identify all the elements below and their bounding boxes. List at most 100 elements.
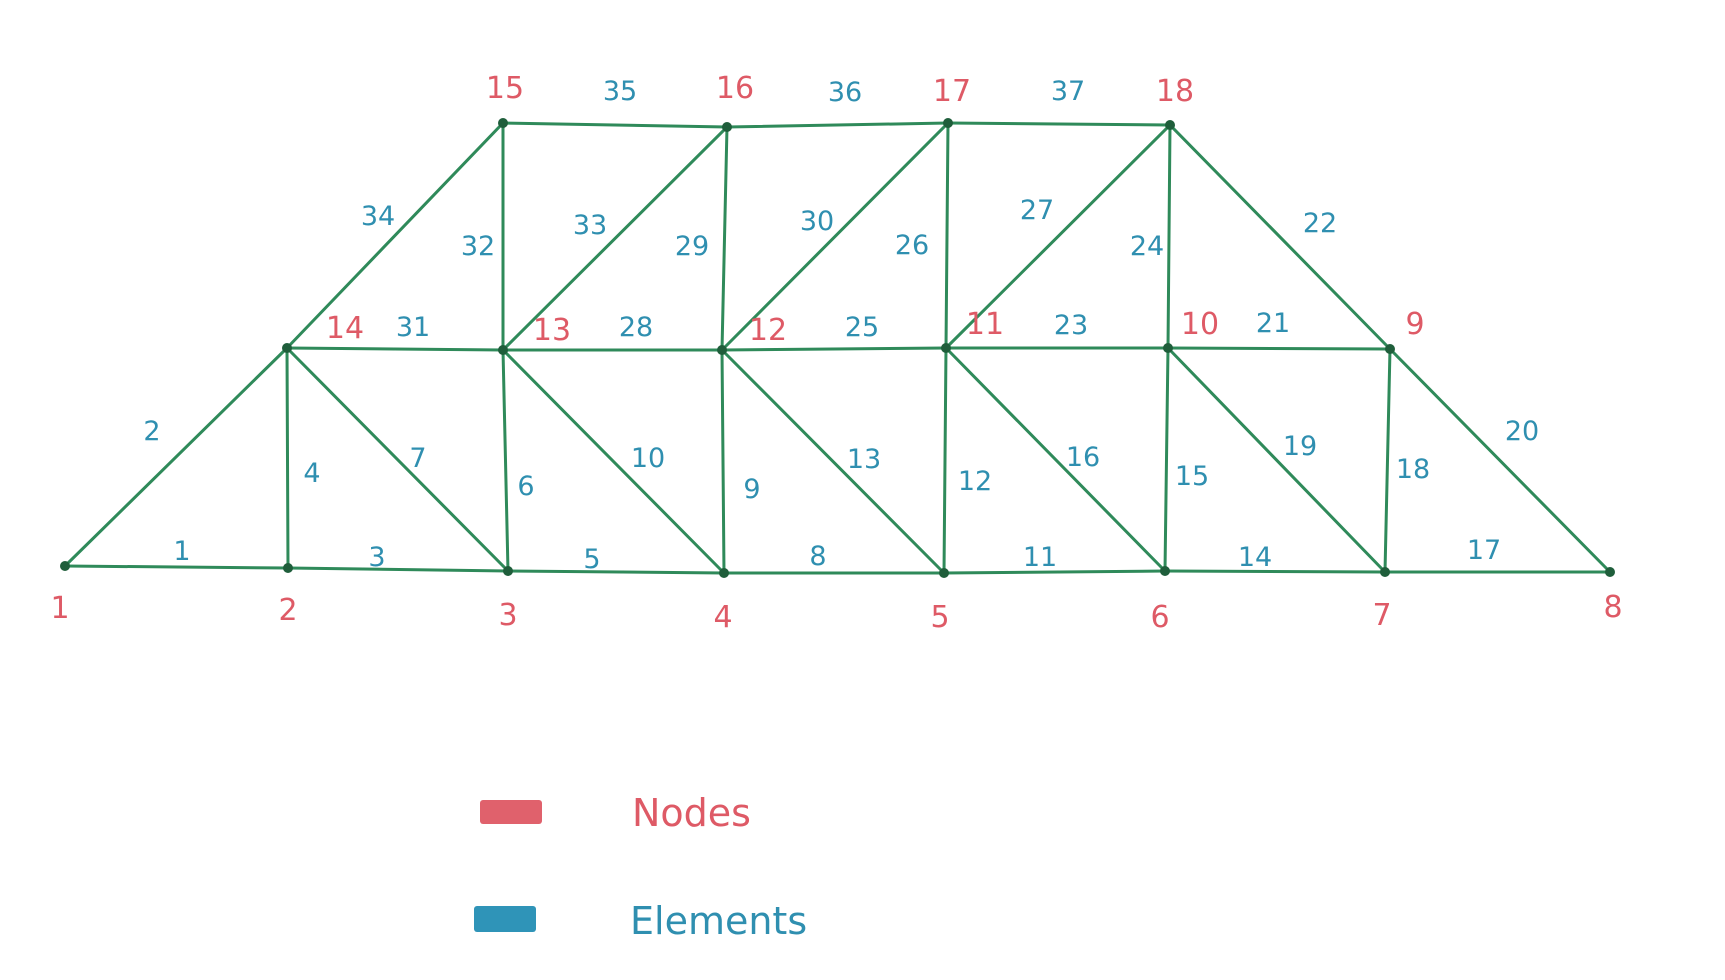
element-label-34: 34 bbox=[361, 201, 395, 232]
node-label-7: 7 bbox=[1372, 598, 1391, 633]
member-line-1 bbox=[63, 564, 290, 570]
node-label-13: 13 bbox=[533, 313, 571, 348]
joint-8 bbox=[1605, 567, 1615, 577]
truss-joints bbox=[60, 118, 1615, 578]
joint-7 bbox=[1380, 567, 1390, 577]
element-label-24: 24 bbox=[1130, 231, 1164, 262]
element-label-5: 5 bbox=[583, 544, 600, 575]
element-label-2: 2 bbox=[143, 416, 160, 447]
element-label-15: 15 bbox=[1175, 461, 1209, 492]
joint-2 bbox=[283, 563, 293, 573]
joint-11 bbox=[941, 343, 951, 353]
element-label-33: 33 bbox=[573, 210, 607, 241]
joint-17 bbox=[943, 118, 953, 128]
member-line-7 bbox=[285, 346, 510, 573]
element-label-30: 30 bbox=[800, 206, 834, 237]
member-line-30 bbox=[720, 121, 950, 352]
member-line-21 bbox=[1166, 346, 1392, 351]
element-label-19: 19 bbox=[1283, 431, 1317, 462]
element-label-37: 37 bbox=[1051, 76, 1085, 107]
member-line-20 bbox=[1388, 347, 1612, 574]
joint-13 bbox=[498, 345, 508, 355]
member-line-16 bbox=[944, 346, 1167, 573]
element-label-13: 13 bbox=[847, 444, 881, 475]
element-label-4: 4 bbox=[303, 458, 320, 489]
element-label-14: 14 bbox=[1238, 542, 1272, 573]
member-line-13 bbox=[720, 348, 946, 575]
node-label-14: 14 bbox=[326, 311, 364, 346]
joint-14 bbox=[282, 343, 292, 353]
element-label-23: 23 bbox=[1054, 310, 1088, 341]
element-label-26: 26 bbox=[895, 230, 929, 261]
member-line-2 bbox=[63, 346, 289, 568]
element-label-12: 12 bbox=[958, 466, 992, 497]
element-label-17: 17 bbox=[1467, 535, 1501, 566]
node-label-6: 6 bbox=[1150, 600, 1169, 635]
element-label-3: 3 bbox=[368, 542, 385, 573]
member-line-19 bbox=[1166, 346, 1387, 574]
node-label-16: 16 bbox=[716, 71, 754, 106]
member-line-22 bbox=[1168, 123, 1392, 351]
node-label-5: 5 bbox=[930, 600, 949, 635]
member-line-34 bbox=[285, 121, 505, 350]
member-line-25 bbox=[720, 346, 948, 352]
node-label-17: 17 bbox=[933, 74, 971, 109]
joint-6 bbox=[1160, 566, 1170, 576]
element-label-21: 21 bbox=[1256, 308, 1290, 339]
joint-9 bbox=[1385, 344, 1395, 354]
element-label-32: 32 bbox=[461, 231, 495, 262]
element-label-16: 16 bbox=[1066, 442, 1100, 473]
member-line-27 bbox=[944, 123, 1172, 350]
node-label-11: 11 bbox=[966, 307, 1004, 342]
member-line-15 bbox=[1163, 346, 1170, 573]
member-line-11 bbox=[942, 569, 1167, 575]
element-label-8: 8 bbox=[809, 541, 826, 572]
element-label-7: 7 bbox=[409, 443, 426, 474]
member-line-36 bbox=[725, 121, 950, 129]
joint-10 bbox=[1163, 343, 1173, 353]
element-label-1: 1 bbox=[173, 536, 190, 567]
legend: Nodes Elements bbox=[474, 791, 807, 943]
member-line-18 bbox=[1383, 347, 1392, 574]
element-label-10: 10 bbox=[631, 443, 665, 474]
element-label-28: 28 bbox=[619, 312, 653, 343]
truss-members bbox=[63, 121, 1612, 575]
node-label-3: 3 bbox=[498, 598, 517, 633]
member-line-3 bbox=[286, 566, 510, 573]
element-label-27: 27 bbox=[1020, 195, 1054, 226]
element-label-25: 25 bbox=[845, 312, 879, 343]
member-line-12 bbox=[942, 346, 948, 575]
legend-elements-label: Elements bbox=[630, 899, 807, 943]
member-line-29 bbox=[720, 125, 729, 352]
legend-nodes-swatch bbox=[480, 800, 542, 824]
member-line-10 bbox=[501, 348, 726, 575]
joint-15 bbox=[498, 118, 508, 128]
element-label-29: 29 bbox=[675, 231, 709, 262]
node-label-12: 12 bbox=[749, 313, 787, 348]
member-line-26 bbox=[944, 121, 950, 350]
element-label-20: 20 bbox=[1505, 416, 1539, 447]
member-line-24 bbox=[1166, 123, 1172, 350]
node-label-4: 4 bbox=[713, 600, 732, 635]
legend-nodes-label: Nodes bbox=[632, 791, 751, 835]
joint-16 bbox=[722, 122, 732, 132]
member-line-35 bbox=[501, 121, 729, 129]
element-label-35: 35 bbox=[603, 76, 637, 107]
node-label-15: 15 bbox=[486, 71, 524, 106]
member-line-5 bbox=[506, 569, 726, 575]
element-label-36: 36 bbox=[828, 77, 862, 108]
joint-18 bbox=[1165, 120, 1175, 130]
member-line-6 bbox=[501, 348, 510, 573]
element-label-11: 11 bbox=[1023, 542, 1057, 573]
node-label-8: 8 bbox=[1603, 590, 1622, 625]
member-line-9 bbox=[720, 348, 726, 575]
element-label-31: 31 bbox=[396, 312, 430, 343]
member-line-14 bbox=[1163, 569, 1387, 574]
joint-5 bbox=[939, 568, 949, 578]
joint-3 bbox=[503, 566, 513, 576]
element-label-18: 18 bbox=[1396, 454, 1430, 485]
element-label-6: 6 bbox=[517, 471, 534, 502]
